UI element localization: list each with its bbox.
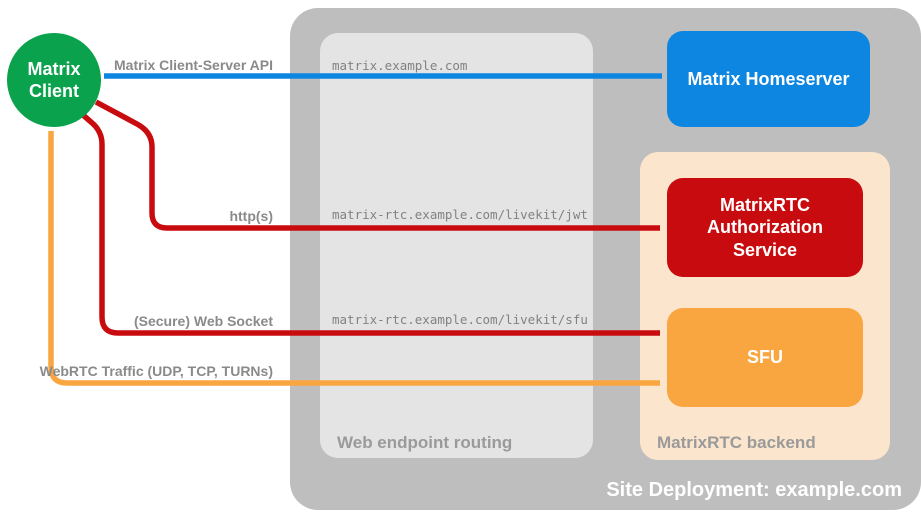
route-matrix-example-com: matrix.example.com	[332, 58, 468, 73]
https-label: http(s)	[229, 208, 273, 224]
matrix-homeserver-node: Matrix Homeserver	[667, 31, 870, 127]
auth-service-node: MatrixRTC Authorization Service	[667, 178, 863, 277]
site-deployment-label: Site Deployment: example.com	[606, 479, 902, 501]
sfu-node: SFU	[667, 308, 863, 407]
route-livekit-jwt: matrix-rtc.example.com/livekit/jwt	[332, 207, 588, 222]
webrtc-traffic-label: WebRTC Traffic (UDP, TCP, TURNs)	[39, 363, 273, 379]
web-endpoint-routing-label: Web endpoint routing	[337, 433, 513, 452]
matrix-client-label: Matrix Client	[27, 58, 81, 102]
route-livekit-sfu: matrix-rtc.example.com/livekit/sfu	[332, 312, 588, 327]
matrix-homeserver-label: Matrix Homeserver	[687, 68, 850, 89]
auth-service-label: MatrixRTC Authorization Service	[707, 194, 823, 260]
web-endpoint-routing-container	[320, 33, 593, 458]
matrix-client-node: Matrix Client	[7, 33, 101, 127]
websocket-label: (Secure) Web Socket	[133, 313, 273, 329]
sfu-label: SFU	[747, 347, 783, 368]
matrixrtc-backend-label: MatrixRTC backend	[657, 433, 816, 452]
client-server-api-label: Matrix Client-Server API	[114, 57, 273, 73]
